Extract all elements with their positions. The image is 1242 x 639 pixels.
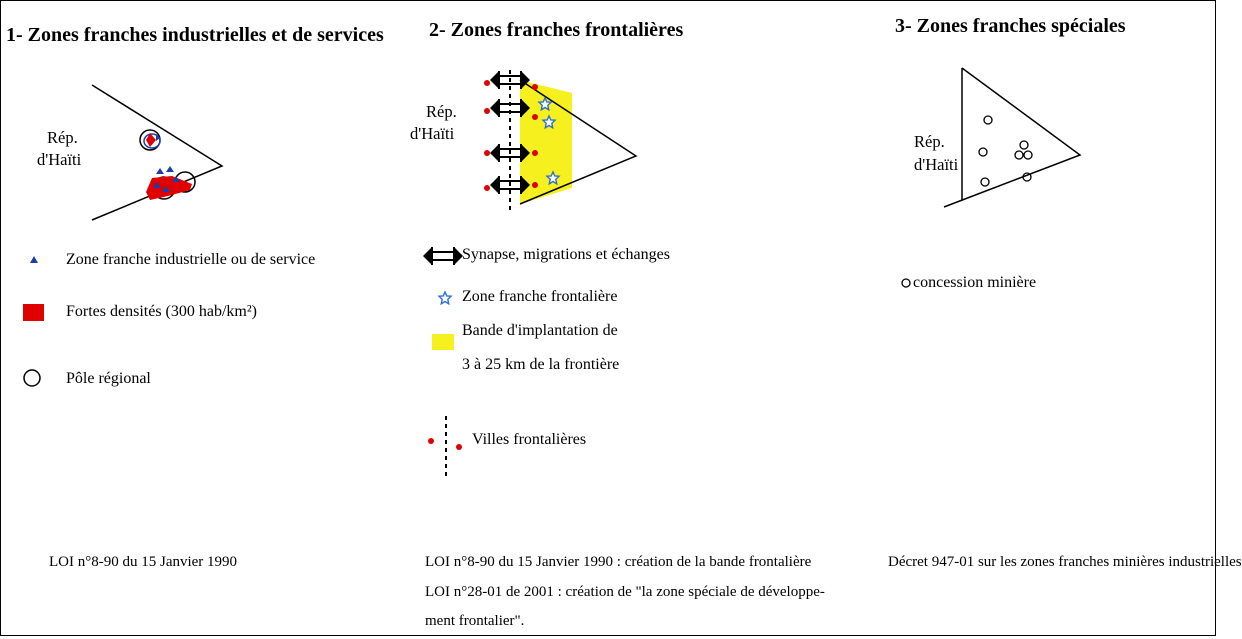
panel-2-border-town	[484, 150, 490, 156]
panel-2-country-outline	[519, 79, 638, 205]
panel-1-density-area	[146, 133, 156, 147]
panel-2-law-line2: LOI n°28-01 de 2001 : création de "la zo…	[425, 584, 825, 600]
panel-2-legend-yellow-band-icon	[432, 334, 454, 350]
panel-1-pole-circle-blue	[143, 133, 161, 149]
panel-2-border-town	[532, 182, 538, 188]
panel-2-legend-star-icon	[438, 291, 452, 305]
panel-3-title: 3- Zones franches spéciales	[895, 15, 1126, 37]
panel-2-legend-bande-line2: 3 à 25 km de la frontière	[462, 356, 620, 373]
panel-3-concession-circle	[1022, 172, 1032, 182]
panel-2-border-town	[484, 80, 490, 86]
panel-3-legend-concession: concession minière	[913, 274, 1037, 291]
panel-2-law-line1: LOI n°8-90 du 15 Janvier 1990 : création…	[425, 554, 812, 570]
panel-3-country-outline	[943, 67, 1082, 208]
panel-2-border-town	[484, 185, 490, 191]
panel-2-legend-double-arrow-icon	[422, 246, 464, 266]
panel-1-zone-triangle	[156, 168, 164, 174]
panel-2-legend-zone-frontaliere: Zone franche frontalière	[462, 288, 618, 305]
panel-1-zone-triangle	[172, 176, 180, 182]
panel-2-law-line3: ment frontalier".	[425, 613, 525, 629]
panel-3-country-label-line2: d'Haïti	[914, 155, 959, 174]
panel-1-legend-red-square-icon	[23, 304, 44, 321]
panel-3-concession-circle	[1023, 150, 1033, 160]
panel-1-title: 1- Zones franches industrielles et de se…	[6, 24, 384, 46]
panel-2-country-label-line2: d'Haïti	[410, 124, 455, 143]
panel-2-legend-villes: Villes frontalières	[472, 431, 587, 448]
panel-1-legend-pole: Pôle régional	[66, 370, 151, 387]
panel-2-map	[484, 70, 638, 210]
figure-frame	[0, 0, 1216, 636]
panel-1-legend-densite: Fortes densités (300 hab/km²)	[66, 303, 257, 320]
panel-2-border-town	[532, 150, 538, 156]
panel-2-border-band	[520, 80, 572, 204]
panel-3-law: Décret 947-01 sur les zones franches min…	[888, 554, 1242, 570]
panel-3-country-label-line1: Rép.	[914, 132, 945, 151]
panel-3-map	[943, 67, 1082, 208]
panel-2-title: 2- Zones franches frontalières	[429, 19, 684, 41]
panel-3-concession-circle	[1019, 140, 1029, 150]
panel-3-concession-circle	[980, 177, 990, 187]
panel-3-concession-circle	[1014, 150, 1024, 160]
panel-2-border-town	[484, 108, 490, 114]
panel-1-legend-zone-franche: Zone franche industrielle ou de service	[66, 251, 316, 268]
panel-3-concession-circle	[978, 147, 988, 157]
panel-1-zone-triangle	[156, 134, 160, 141]
panel-1-law: LOI n°8-90 du 15 Janvier 1990	[49, 554, 238, 570]
panel-1-zone-triangle	[162, 186, 170, 192]
panel-2-legend-bande-line1: Bande d'implantation de	[462, 322, 618, 339]
panel-1-legend-triangle-icon	[30, 256, 38, 263]
panel-1-country-label-line1: Rép.	[47, 128, 78, 147]
panel-2-legend-synapse: Synapse, migrations et échanges	[462, 246, 670, 263]
panel-1-density-area	[146, 176, 192, 200]
panel-2-country-label-line1: Rép.	[426, 102, 457, 121]
panel-1-country-outline	[91, 84, 224, 221]
panel-1-country-label-line2: d'Haïti	[37, 150, 82, 169]
panel-1-legend-circle-icon	[23, 369, 41, 387]
panel-1-zone-triangle	[153, 182, 161, 188]
panel-3-concession-circle	[983, 115, 993, 125]
panel-3-legend-circle-icon	[901, 278, 911, 288]
panel-2-border-town	[532, 84, 538, 90]
panel-1-zone-triangle	[166, 166, 174, 172]
panel-2-border-town	[532, 114, 538, 120]
panel-2-legend-border-towns-icon	[428, 416, 462, 476]
panel-1-map	[91, 84, 224, 221]
